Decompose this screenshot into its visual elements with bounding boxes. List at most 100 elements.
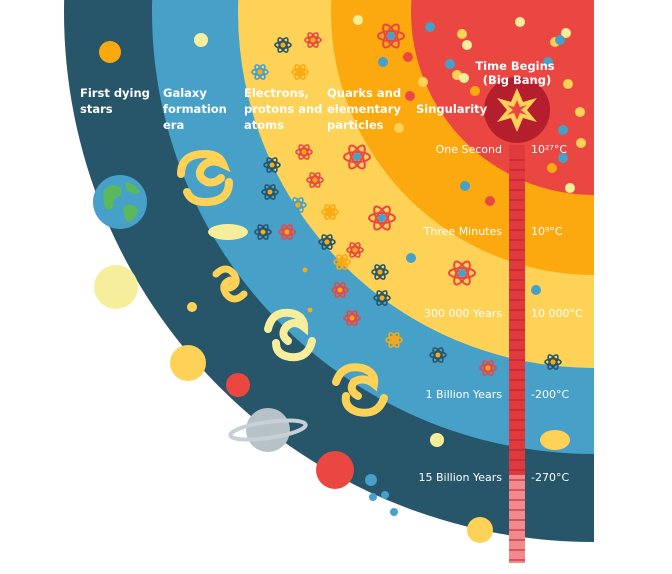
particle-icon (531, 285, 541, 295)
particle-icon (445, 59, 455, 69)
particle-icon (426, 240, 436, 250)
atom-icon (304, 32, 322, 48)
star-icon (170, 345, 206, 381)
particle-icon (561, 28, 571, 38)
particle-icon (394, 123, 404, 133)
particle-icon (558, 125, 568, 135)
earth-icon (93, 175, 147, 229)
atom-icon (274, 37, 292, 53)
temp-1-billion-years: -200°C (531, 388, 569, 401)
label-electrons-protons-atoms: Electrons, protons and atoms (244, 86, 326, 132)
particle-icon (540, 193, 550, 203)
galaxy-icon (540, 430, 570, 450)
time-one-second: One Second (436, 143, 502, 156)
big-bang-icon (497, 88, 537, 132)
particle-icon (563, 79, 573, 89)
atom-icon (261, 184, 279, 200)
era-labels: First dying stars Galaxy formation era E… (80, 59, 558, 132)
timeline-labels: One Second 10²⁷°C Three Minutes 10⁹°C 30… (419, 143, 583, 484)
planet-icon (316, 451, 354, 489)
particle-icon (565, 183, 575, 193)
atom-icon (321, 204, 339, 220)
atom-icon (318, 234, 336, 250)
particle-icon (558, 153, 568, 163)
planet-icon (94, 265, 138, 309)
particle-icon (515, 17, 525, 27)
particle-icon (576, 138, 586, 148)
temp-300000-years: 10 000°C (531, 307, 583, 320)
atom-icon (333, 254, 351, 270)
atom-icon (291, 64, 309, 80)
star-icon (381, 491, 389, 499)
star-icon (467, 517, 493, 543)
particle-icon (470, 86, 480, 96)
atom-icon (331, 282, 349, 298)
temp-three-minutes: 10⁹°C (531, 225, 563, 238)
saturn-icon (228, 408, 308, 452)
particle-icon (485, 196, 495, 206)
atom-icon (544, 354, 562, 370)
spiral-galaxy-icon (212, 265, 248, 303)
particle-icon (425, 22, 435, 32)
atom-icon (251, 64, 269, 80)
atom-icon (278, 224, 296, 240)
atom-icon (296, 262, 314, 278)
time-300000-years: 300 000 Years (424, 307, 502, 320)
temp-one-second: 10²⁷°C (531, 143, 567, 156)
spiral-galaxy-icon (332, 363, 388, 417)
atom-icon (479, 360, 497, 376)
label-time-begins: Time Begins (Big Bang) (475, 59, 558, 87)
temp-15-billion-years: -270°C (531, 471, 569, 484)
galaxy-objects (177, 33, 570, 450)
label-singularity: Singularity (416, 102, 488, 116)
atom-icon (448, 260, 476, 286)
spiral-galaxy-icon (177, 149, 233, 207)
atom-icon (429, 347, 447, 363)
particle-icon (403, 52, 413, 62)
star-icon (99, 41, 121, 63)
spiral-galaxy-icon (264, 308, 316, 362)
star-icon (194, 33, 208, 47)
era-bands (64, 0, 594, 542)
particle-icon (561, 67, 571, 77)
particle-icon (575, 107, 585, 117)
atom-icon (254, 224, 272, 240)
star-icon (369, 493, 377, 501)
particle-icon (353, 15, 363, 25)
galaxy-icon (208, 224, 248, 240)
star-icon (187, 302, 197, 312)
star-icon (430, 433, 444, 447)
atom-objects (251, 23, 562, 376)
star-icon (365, 474, 377, 486)
particle-icon (547, 163, 557, 173)
particle-icon (418, 77, 428, 87)
particle-icon (457, 29, 467, 39)
time-15-billion-years: 15 Billion Years (419, 471, 503, 484)
atom-icon (306, 172, 324, 188)
particle-icon (462, 40, 472, 50)
atom-icon (368, 205, 396, 231)
particle-icon (406, 253, 416, 263)
label-first-stars: First dying stars (80, 86, 154, 116)
atom-icon (346, 242, 364, 258)
particle-objects (353, 15, 586, 295)
time-1-billion-years: 1 Billion Years (426, 388, 503, 401)
time-three-minutes: Three Minutes (423, 225, 503, 238)
particle-icon (459, 73, 469, 83)
star-icon (390, 508, 398, 516)
label-galaxy-formation: Galaxy formation era (163, 86, 231, 132)
particle-icon (555, 35, 565, 45)
particle-icon (405, 91, 415, 101)
particle-icon (378, 57, 388, 67)
atom-icon (371, 264, 389, 280)
label-quarks-particles: Quarks and elementary particles (327, 86, 405, 132)
atom-icon (343, 144, 371, 170)
planet-icon (226, 373, 250, 397)
atom-icon (301, 302, 319, 318)
particle-icon (428, 60, 438, 70)
atom-icon (289, 197, 307, 213)
first-stars-objects (93, 41, 493, 543)
atom-icon (343, 310, 361, 326)
